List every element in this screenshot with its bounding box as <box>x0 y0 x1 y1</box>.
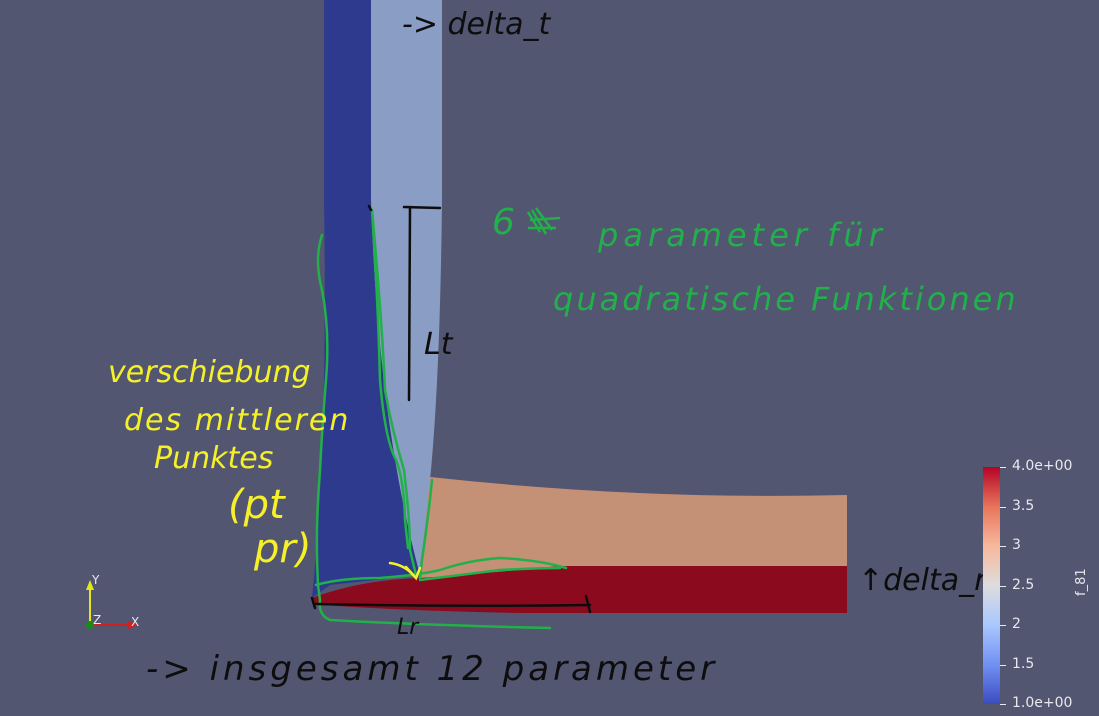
quadratische-funktionen-label: quadratische Funktionen <box>553 280 1019 318</box>
color-legend-tick <box>1000 664 1006 666</box>
color-legend-tick-label: 1.0e+00 <box>1012 695 1073 711</box>
color-legend-tick-label: 1.5 <box>1012 655 1035 672</box>
color-legend-title: f_81 <box>1074 568 1089 596</box>
color-legend-tick <box>1000 467 1006 468</box>
axis-y-label: Y <box>91 573 100 587</box>
des-mittleren-label: des mittleren <box>124 403 350 438</box>
black-dimension-marks <box>310 204 592 614</box>
scribble-mark <box>526 207 561 235</box>
color-legend-tick-label: 3 <box>1012 537 1021 553</box>
color-legend-tick-label: 4.0e+00 <box>1012 458 1073 474</box>
pr-label: pr) <box>253 526 311 572</box>
color-legend-tick <box>1000 506 1006 508</box>
color-legend-tick-label: 3.5 <box>1012 497 1035 514</box>
orange-horizontal-band <box>420 477 847 578</box>
green-outline-strokes <box>314 208 568 630</box>
light-blue-vertical-band <box>371 0 442 575</box>
blue-vertical-band <box>312 0 420 598</box>
axes-triad: Y Z X <box>86 573 139 629</box>
punktes-label: Punktes <box>154 441 273 476</box>
color-legend-tick <box>1000 704 1006 705</box>
insgesamt-label: -> insgesamt 12 parameter <box>146 649 718 689</box>
parameter-fuer-label: parameter für <box>597 216 887 254</box>
verschiebung-label: verschiebung <box>108 355 311 390</box>
lr-label: Lr <box>397 615 420 640</box>
lt-label: Lt <box>424 327 454 362</box>
color-legend-tick <box>1000 585 1006 587</box>
color-legend-tick-label: 2.5 <box>1012 576 1035 593</box>
pt-label: (pt <box>228 482 286 528</box>
delta-t-label: -> delta_t <box>402 7 551 42</box>
axis-x-label: X <box>131 615 139 629</box>
color-legend-bar <box>983 467 1000 704</box>
delta-r-label: ↑delta_r <box>858 563 988 598</box>
axis-z-label: Z <box>93 613 101 627</box>
yellow-arrow <box>388 561 422 581</box>
six-label: 6 <box>492 202 515 243</box>
color-legend-tick-label: 2 <box>1012 616 1021 632</box>
color-legend-tick <box>1000 546 1006 547</box>
color-legend-tick <box>1000 625 1006 626</box>
